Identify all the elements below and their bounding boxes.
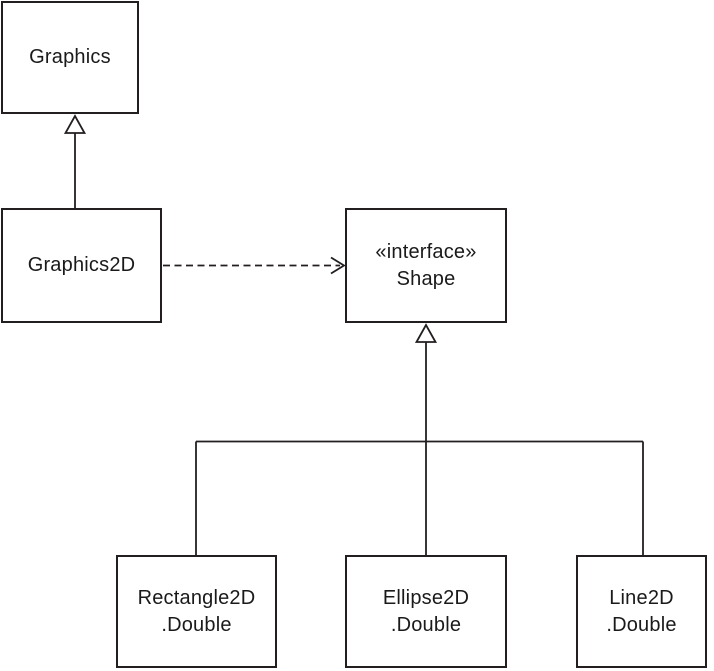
open-arrowhead-shape	[330, 256, 346, 275]
class-name-line2d-suffix: .Double	[606, 613, 677, 636]
class-name-shape: Shape	[396, 267, 456, 290]
class-box-graphics: Graphics	[1, 1, 139, 114]
class-box-shape-interface: «interface» Shape	[345, 208, 507, 323]
class-name-ellipse2d-suffix: .Double	[390, 613, 462, 636]
class-name-rectangle2d-suffix: .Double	[161, 613, 232, 636]
class-box-rectangle2d-double: Rectangle2D .Double	[116, 555, 277, 668]
class-name-line2d: Line2D	[609, 586, 674, 609]
hollow-triangle-arrowhead-graphics	[63, 114, 87, 134]
hollow-triangle-arrowhead-shape	[414, 323, 438, 343]
class-box-graphics2d: Graphics2D	[1, 208, 162, 323]
class-name-ellipse2d: Ellipse2D	[382, 586, 470, 609]
class-box-line2d-double: Line2D .Double	[576, 555, 707, 668]
class-name-graphics2d: Graphics2D	[27, 254, 136, 276]
class-box-ellipse2d-double: Ellipse2D .Double	[345, 555, 507, 668]
class-name-rectangle2d: Rectangle2D	[137, 586, 256, 609]
class-stereotype-shape: «interface»	[375, 240, 477, 263]
class-name-graphics: Graphics	[29, 46, 111, 68]
